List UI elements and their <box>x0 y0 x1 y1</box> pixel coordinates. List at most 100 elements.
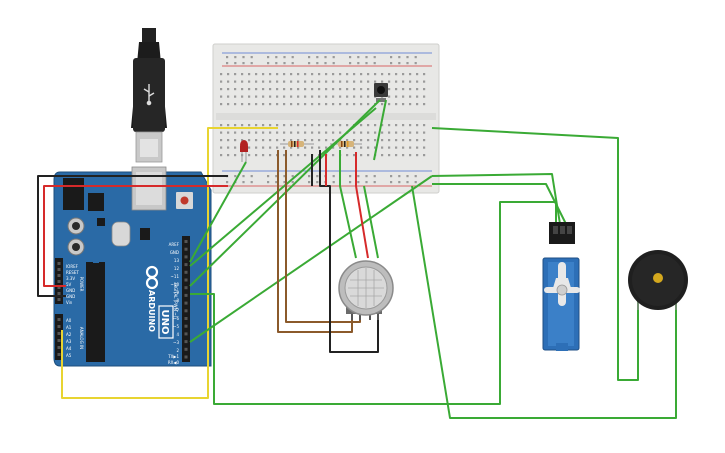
breadboard-hole <box>325 146 328 149</box>
pin-label-gnd2: GND <box>66 294 75 299</box>
breadboard-hole <box>402 154 405 157</box>
breadboard-hole <box>367 139 370 142</box>
breadboard-hole <box>269 139 272 142</box>
breadboard-hole <box>346 95 349 98</box>
header-socket <box>57 286 61 289</box>
breadboard-hole <box>324 56 327 59</box>
breadboard-hole <box>311 95 314 98</box>
breadboard-hole <box>262 131 265 134</box>
breadboard-hole <box>283 80 286 83</box>
header-socket <box>184 247 188 251</box>
breadboard-hole <box>227 88 230 91</box>
breadboard-hole <box>365 62 368 65</box>
breadboard-hole <box>346 80 349 83</box>
breadboard-hole <box>353 88 356 91</box>
header-socket <box>184 263 188 267</box>
breadboard-hole <box>242 175 245 178</box>
breadboard-hole <box>276 139 279 142</box>
breadboard-hole <box>304 80 307 83</box>
breadboard-hole <box>357 62 360 65</box>
breadboard-hole <box>390 181 393 184</box>
breadboard-hole <box>234 124 237 127</box>
header-socket <box>184 255 188 259</box>
led[interactable] <box>240 140 248 162</box>
breadboard-hole <box>381 131 384 134</box>
header-socket <box>184 324 188 328</box>
pin-label-3v3: 3.3V <box>66 276 75 281</box>
breadboard-hole <box>297 95 300 98</box>
breadboard-hole <box>374 124 377 127</box>
header-socket <box>57 325 61 328</box>
breadboard-hole <box>346 139 349 142</box>
pin-label-a4: A4 <box>66 346 72 351</box>
breadboard-hole <box>269 103 272 106</box>
breadboard-hole <box>241 73 244 76</box>
arduino-brand: ARDUINO <box>147 290 156 332</box>
breadboard-hole <box>325 139 328 142</box>
breadboard-hole <box>227 131 230 134</box>
breadboard-hole <box>360 154 363 157</box>
breadboard-hole <box>325 103 328 106</box>
breadboard-hole <box>220 131 223 134</box>
breadboard-hole <box>374 80 377 83</box>
breadboard-hole <box>220 154 223 157</box>
breadboard-hole <box>297 146 300 149</box>
wire-black-gnd <box>37 175 228 297</box>
breadboard-hole <box>316 62 319 65</box>
breadboard-hole <box>346 73 349 76</box>
breadboard-hole <box>262 95 265 98</box>
breadboard-hole <box>409 73 412 76</box>
pin-label-ioref: IOREF <box>66 264 79 269</box>
servo-motor[interactable] <box>542 222 580 351</box>
breadboard-hole <box>416 131 419 134</box>
breadboard-hole <box>332 80 335 83</box>
servo-icon <box>544 262 580 306</box>
breadboard-hole <box>241 131 244 134</box>
pin-label-tx: TX▶1 <box>167 354 179 359</box>
header-socket <box>57 262 61 265</box>
breadboard-hole <box>234 80 237 83</box>
breadboard-hole <box>395 73 398 76</box>
breadboard-hole <box>276 80 279 83</box>
breadboard-hole <box>269 154 272 157</box>
breadboard-hole <box>409 95 412 98</box>
breadboard-hole <box>290 146 293 149</box>
breadboard-hole <box>353 103 356 106</box>
breadboard-hole <box>388 146 391 149</box>
gas-sensor <box>338 260 394 320</box>
breadboard-hole <box>414 56 417 59</box>
breadboard-hole <box>423 146 426 149</box>
breadboard-hole <box>374 73 377 76</box>
breadboard-hole <box>365 56 368 59</box>
breadboard-hole <box>234 146 237 149</box>
breadboard-hole <box>227 95 230 98</box>
breadboard-hole <box>262 154 265 157</box>
breadboard-hole <box>388 88 391 91</box>
breadboard-hole <box>395 146 398 149</box>
breadboard-hole <box>332 103 335 106</box>
header-socket <box>57 318 61 321</box>
breadboard-hole <box>234 73 237 76</box>
breadboard-hole <box>241 124 244 127</box>
breadboard-hole <box>423 73 426 76</box>
breadboard-hole <box>388 103 391 106</box>
breadboard-hole <box>423 88 426 91</box>
breadboard-hole <box>381 103 384 106</box>
breadboard-hole <box>304 73 307 76</box>
breadboard-hole <box>283 56 286 59</box>
breadboard-hole <box>373 62 376 65</box>
pin-label-rx: RX◀0 <box>168 360 180 365</box>
breadboard-hole <box>242 181 245 184</box>
breadboard-hole <box>395 80 398 83</box>
breadboard-hole <box>395 139 398 142</box>
pin-label-vin: Vin <box>66 300 73 305</box>
wire-red-5v <box>43 185 228 287</box>
breadboard-hole <box>290 139 293 142</box>
breadboard-hole <box>402 146 405 149</box>
breadboard-hole <box>311 139 314 142</box>
pushbutton[interactable] <box>374 83 388 102</box>
header-socket <box>57 298 61 301</box>
breadboard-hole <box>388 154 391 157</box>
breadboard-hole <box>357 175 360 178</box>
